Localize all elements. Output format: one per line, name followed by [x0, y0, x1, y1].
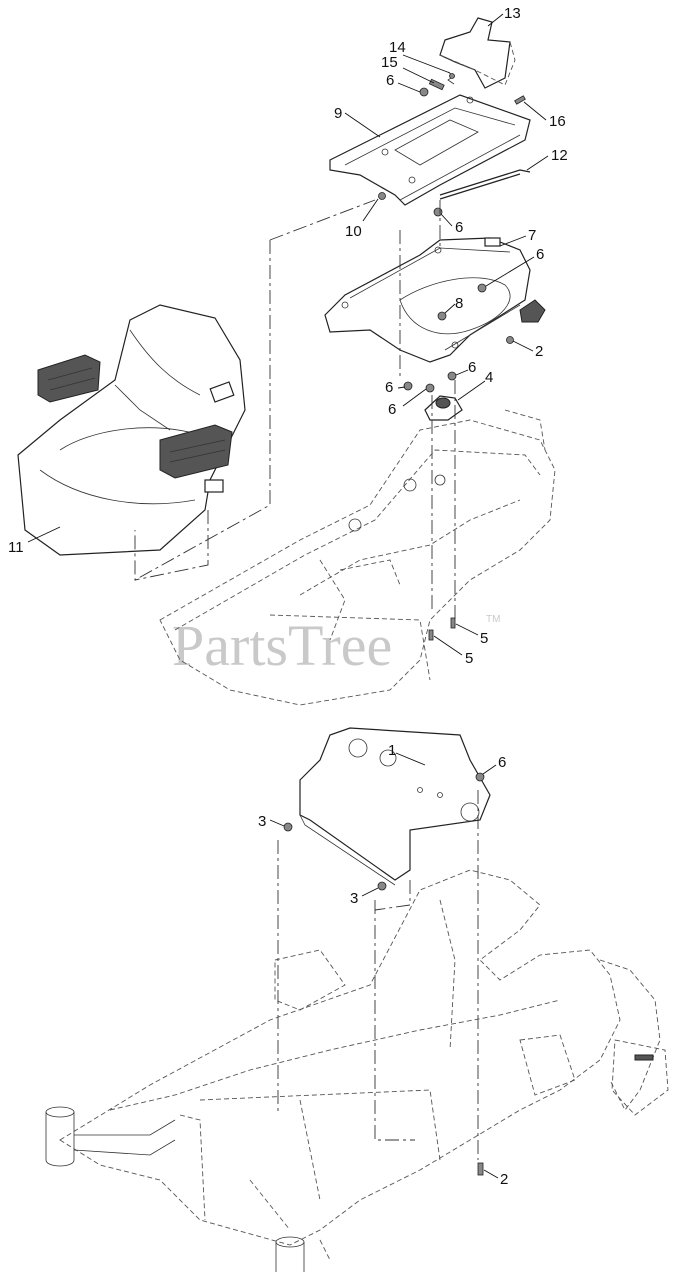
callout-16[interactable]: 16: [549, 113, 566, 130]
part-3-screw-right[interactable]: [377, 881, 387, 891]
part-11-seat[interactable]: [17, 304, 246, 556]
callout-14[interactable]: 14: [389, 39, 406, 56]
callout-15[interactable]: 15: [381, 54, 398, 71]
lower-chassis-frame: [59, 869, 661, 1261]
leader-lines: [27, 13, 549, 1179]
part-10-screw[interactable]: [378, 192, 386, 200]
callout-6-g[interactable]: 6: [468, 359, 476, 376]
part-1-seat-support-panel[interactable]: [299, 727, 491, 886]
callout-1[interactable]: 1: [388, 742, 396, 759]
callout-3-a[interactable]: 3: [258, 813, 266, 830]
part-6-nut-under-frame[interactable]: [433, 207, 443, 217]
callout-9[interactable]: 9: [334, 105, 342, 122]
part-12-rod[interactable]: [439, 169, 531, 200]
callout-6-a[interactable]: 6: [386, 72, 394, 89]
part-6-nut-lower-panel[interactable]: [475, 772, 485, 782]
part-14-spring[interactable]: [447, 71, 455, 85]
front-tube-bottom: [275, 1236, 305, 1272]
alignment-lines-lower: [277, 790, 479, 1160]
callout-3-b[interactable]: 3: [350, 890, 358, 907]
callout-6-d[interactable]: 6: [385, 379, 393, 396]
part-6-nut-right[interactable]: [447, 371, 457, 381]
watermark-tm: TM: [486, 614, 500, 625]
front-tube-left: [45, 1106, 176, 1167]
callout-6-e[interactable]: 6: [388, 401, 396, 418]
part-15-pin[interactable]: [428, 78, 445, 91]
part-6-nut-top[interactable]: [419, 87, 429, 97]
callout-13[interactable]: 13: [504, 5, 521, 22]
part-6-nut-plate[interactable]: [477, 283, 487, 293]
callout-labels: 13 14 15 6 9 16 12 10 6 7 6 8 2 6 4 6 11…: [8, 5, 568, 1188]
callout-5-a[interactable]: 5: [480, 630, 488, 647]
part-3-screw-left[interactable]: [283, 822, 293, 832]
part-5-bolt-a[interactable]: [450, 617, 456, 629]
part-4-isolator-mount[interactable]: [424, 395, 463, 421]
part-13-latch-plate[interactable]: [439, 17, 516, 89]
part-5-bolt-b[interactable]: [428, 629, 434, 641]
alignment-lines-top: [134, 199, 456, 630]
part-2-bolt-plate[interactable]: [506, 336, 514, 344]
callout-6-extra: 6: [468, 359, 476, 376]
watermark: PartsTree TM: [172, 613, 500, 678]
part-9-seat-slide-frame[interactable]: [329, 94, 531, 206]
callout-8[interactable]: 8: [455, 295, 463, 312]
callout-7[interactable]: 7: [528, 227, 536, 244]
callout-2-a[interactable]: 2: [535, 343, 543, 360]
part-8-bolt[interactable]: [437, 311, 447, 321]
callout-4[interactable]: 4: [485, 369, 493, 386]
callout-2-b[interactable]: 2: [500, 1171, 508, 1188]
watermark-text: PartsTree: [172, 613, 392, 678]
part-2-bolt-lower[interactable]: [477, 1162, 484, 1176]
callout-5-b[interactable]: 5: [465, 650, 473, 667]
part-7-seat-mount-plate[interactable]: [324, 237, 546, 363]
callout-12[interactable]: 12: [551, 147, 568, 164]
upper-chassis-frame: [159, 409, 556, 706]
callout-10[interactable]: 10: [345, 223, 362, 240]
callout-11[interactable]: 11: [8, 539, 24, 556]
part-16-bolt[interactable]: [514, 95, 526, 105]
part-6-nut-left[interactable]: [403, 381, 413, 391]
callout-6-c[interactable]: 6: [536, 246, 544, 263]
callout-6-b[interactable]: 6: [455, 219, 463, 236]
part-6-nut-lower[interactable]: [425, 383, 435, 393]
control-housing: [611, 1039, 669, 1116]
callout-6-f[interactable]: 6: [498, 754, 506, 771]
